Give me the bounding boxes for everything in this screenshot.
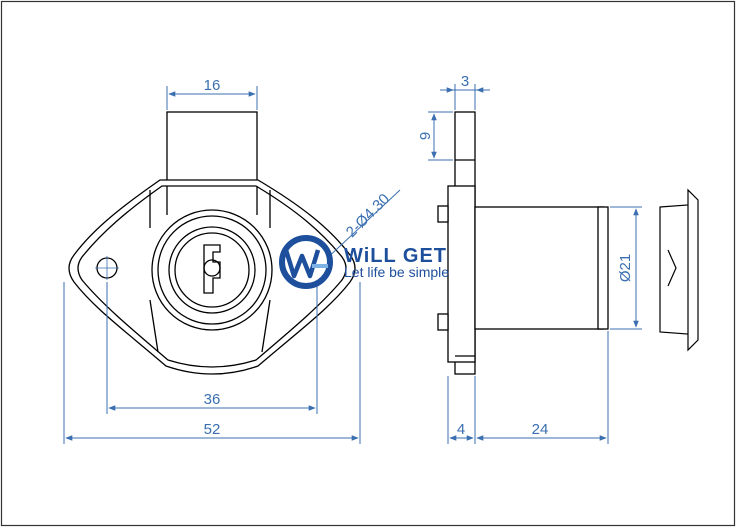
logo-tagline: Let life be simple	[344, 264, 449, 280]
side-view	[437, 111, 609, 375]
front-view	[68, 111, 356, 375]
dim-hole-note: 2-Ø4.30	[343, 190, 393, 240]
dim-top-width: 16	[204, 77, 221, 94]
dim-thickness: 3	[461, 73, 469, 90]
flange-inner	[77, 185, 347, 368]
dim-hole-spacing: 36	[204, 391, 221, 408]
keyway	[203, 244, 221, 294]
dim-plate-depth: 4	[457, 421, 465, 438]
dim-tab-height: 9	[417, 132, 434, 140]
side-flange	[447, 185, 476, 363]
side-cylinder	[474, 206, 604, 330]
logo-title: WiLL GET	[344, 245, 447, 267]
dim-cylinder-length: 24	[532, 421, 549, 438]
dimension-lines	[63, 84, 642, 444]
dim-cylinder-diameter: Ø21	[617, 254, 634, 282]
wg-globe-icon	[279, 235, 333, 289]
dim-overall-width: 52	[204, 421, 221, 438]
key-plug	[174, 232, 250, 308]
end-cap-view	[659, 188, 699, 352]
